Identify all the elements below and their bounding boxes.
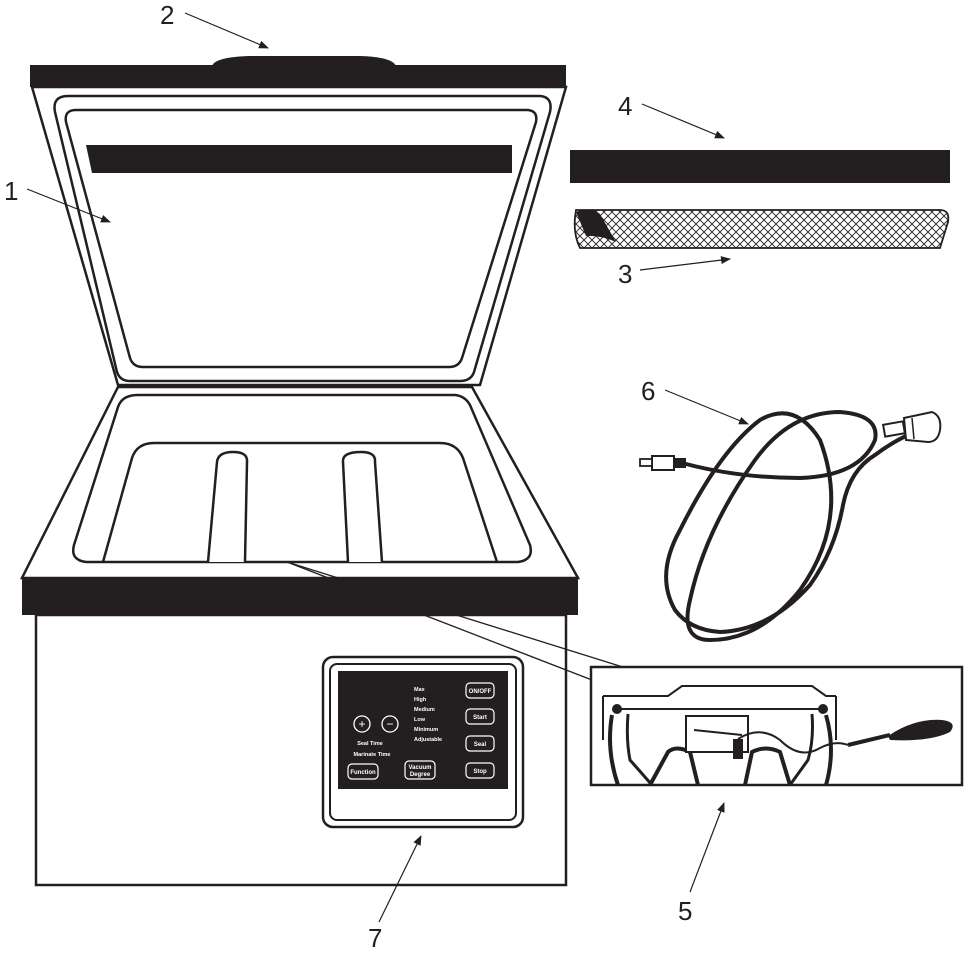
function-button-label: Function bbox=[350, 770, 376, 776]
detail-inset bbox=[589, 665, 964, 787]
plug-right bbox=[881, 410, 942, 444]
detail-rim-top bbox=[603, 685, 836, 697]
callout-number-6: 6 bbox=[641, 376, 655, 406]
on-off-button[interactable] bbox=[465, 682, 495, 699]
seal-button[interactable] bbox=[465, 735, 495, 752]
seal-button-label: Seal bbox=[474, 742, 487, 748]
vacuum-degree-button[interactable] bbox=[404, 760, 436, 780]
lid bbox=[30, 56, 568, 387]
callouts: 2 1 4 3 6 5 7 bbox=[4, 0, 749, 953]
level-label: Minimum bbox=[414, 727, 438, 733]
callout-number-2: 2 bbox=[160, 0, 174, 30]
callout-number-1: 1 bbox=[4, 176, 18, 206]
level-label: Medium bbox=[414, 707, 435, 713]
callout-arrow-1 bbox=[26, 188, 111, 223]
mesh-sealing-strip bbox=[573, 209, 950, 249]
start-button[interactable] bbox=[465, 708, 495, 725]
minus-symbol: − bbox=[386, 717, 393, 731]
control-panel: + − Seal Time Marinate Time Max High Med… bbox=[321, 655, 525, 829]
level-label: Low bbox=[414, 717, 426, 723]
detail-cord-plug bbox=[888, 719, 953, 741]
level-label: High bbox=[414, 697, 427, 703]
control-panel-inner-bezel bbox=[329, 663, 517, 821]
chamber-floor bbox=[101, 441, 499, 563]
vacuum-button-label-line2: Degree bbox=[410, 772, 431, 778]
callout-arrow-2 bbox=[184, 12, 269, 49]
vacuum-button-label-line1: Vacuum bbox=[408, 765, 431, 771]
power-cord bbox=[639, 409, 942, 643]
callout-number-3: 3 bbox=[618, 259, 632, 289]
callout-number-5: 5 bbox=[678, 896, 692, 926]
cord-cable bbox=[664, 409, 917, 643]
callout-arrow-7 bbox=[378, 835, 422, 923]
chamber-rib-right bbox=[341, 450, 384, 563]
start-button-label: Start bbox=[473, 715, 487, 721]
level-label: Max bbox=[414, 687, 426, 693]
minus-button[interactable] bbox=[381, 715, 399, 733]
on-off-button-label: ON/OFF bbox=[469, 689, 492, 695]
detail-inset-frame bbox=[589, 665, 964, 787]
plus-symbol: + bbox=[358, 717, 365, 731]
callout-arrow-5 bbox=[689, 802, 725, 893]
plus-button[interactable] bbox=[353, 715, 371, 733]
callout-number-7: 7 bbox=[368, 923, 382, 953]
connector-plug bbox=[733, 739, 743, 759]
stop-button[interactable] bbox=[465, 762, 495, 779]
callout-arrow-6 bbox=[664, 389, 749, 425]
callout-arrow-3 bbox=[639, 256, 731, 271]
chamber-rib-left bbox=[206, 450, 249, 563]
callout-arrow-4 bbox=[641, 103, 725, 139]
lid-window bbox=[64, 108, 538, 369]
zoom-lines bbox=[286, 561, 627, 681]
lid-gasket-strip bbox=[86, 145, 512, 173]
lid-top-rim bbox=[30, 65, 566, 87]
level-label: Adjustable bbox=[414, 737, 442, 743]
callout-number-4: 4 bbox=[618, 91, 632, 121]
stop-button-label: Stop bbox=[473, 769, 487, 775]
seal-time-label: Seal Time bbox=[357, 741, 383, 747]
lid-inner-frame bbox=[53, 94, 552, 383]
chamber-basin bbox=[72, 393, 532, 564]
base-band bbox=[22, 578, 578, 615]
lid-handle bbox=[212, 56, 396, 66]
plug-left bbox=[639, 455, 686, 471]
gasket-strip bbox=[570, 150, 950, 183]
function-button[interactable] bbox=[347, 763, 379, 780]
marinate-time-label: Marinate Time bbox=[354, 752, 391, 758]
